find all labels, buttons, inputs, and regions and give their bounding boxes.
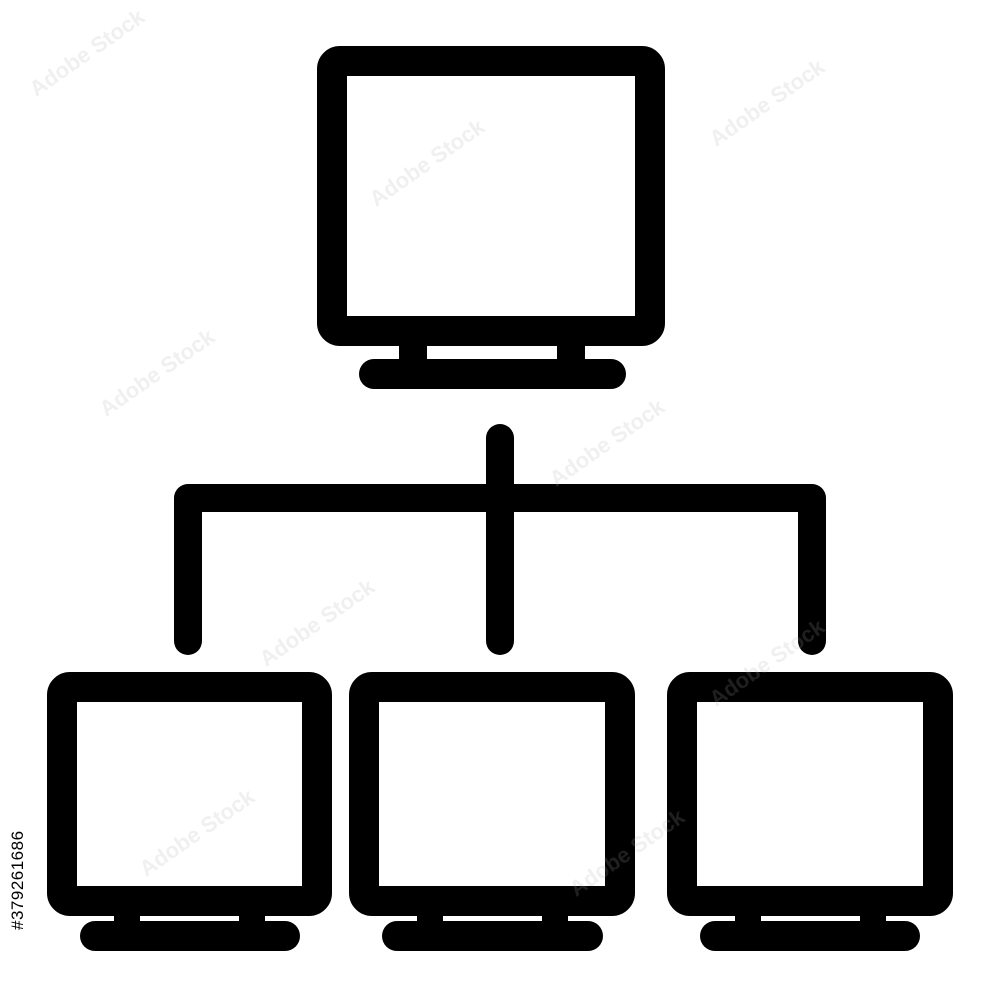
- bottom-center-monitor-icon: [349, 672, 635, 951]
- bottom-left-monitor-screen: [47, 672, 332, 916]
- branch-line: [174, 484, 826, 655]
- bottom-right-monitor-screen: [667, 672, 953, 916]
- top-monitor-icon: [317, 46, 665, 389]
- bottom-center-monitor-screen: [349, 672, 635, 916]
- network-connector-lines: [174, 424, 826, 655]
- bottom-right-monitor-icon: [667, 672, 953, 951]
- stock-id-label: #379261686: [8, 830, 27, 930]
- bottom-left-monitor-icon: [47, 672, 332, 951]
- top-monitor-screen: [317, 46, 665, 346]
